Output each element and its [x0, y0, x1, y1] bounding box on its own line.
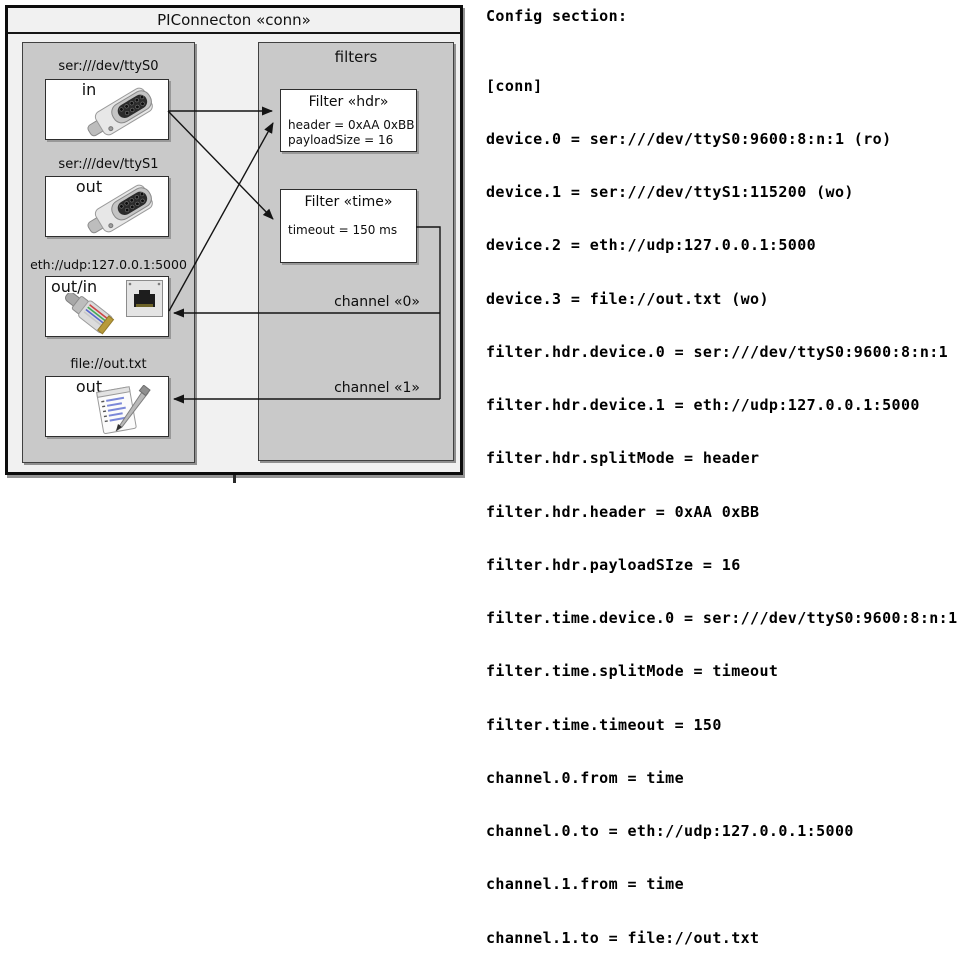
config-line: filter.hdr.header = 0xAA 0xBB	[486, 502, 760, 521]
config-line: filter.hdr.device.1 = eth://udp:127.0.0.…	[486, 396, 920, 414]
port-direction-label: in	[81, 80, 97, 99]
device-box-ttys1: out	[45, 176, 169, 237]
device-url-label: ser:///dev/ttyS1	[58, 157, 159, 172]
channel-0-label: channel «0»	[334, 294, 420, 310]
config-line: device.2 = eth://udp:127.0.0.1:5000	[486, 236, 817, 255]
filter-title: Filter «hdr»	[308, 94, 389, 110]
config-line: channel.0.from = time	[486, 768, 685, 787]
device-url-label: ser:///dev/ttyS0	[58, 59, 159, 74]
bottom-center-tick	[233, 475, 236, 483]
config-line: channel.1.from = time	[486, 875, 685, 894]
config-line: device.1 = ser:///dev/ttyS1:115200 (wo)	[486, 183, 854, 201]
config-line: device.0 = ser:///dev/ttyS0:9600:8:n:1 (…	[486, 129, 892, 148]
config-line: channel.1.to = file://out.txt	[486, 928, 760, 947]
devices-compartment: ser:///dev/ttyS0 in	[22, 42, 195, 463]
port-direction-label: out	[75, 377, 103, 396]
config-line: filter.time.device.0 = ser:///dev/ttyS0:…	[486, 609, 958, 627]
filter-attribute: payloadSize = 16	[288, 133, 394, 147]
serial-connector-icon	[87, 87, 153, 137]
config-line: filter.time.splitMode = timeout	[486, 662, 779, 681]
serial-connector-icon	[87, 184, 153, 234]
pen	[115, 385, 151, 432]
device-url-label: file://out.txt	[70, 357, 147, 372]
port-direction-label: out/in	[51, 277, 98, 296]
filters-compartment: filters Filter «hdr» header = 0xAA 0xBB …	[258, 42, 454, 461]
config-line: [conn]	[486, 76, 543, 95]
device-box-ttys0: in	[45, 79, 169, 140]
config-line: channel.0.to = eth://udp:127.0.0.1:5000	[486, 822, 854, 840]
channel-1-label: channel «1»	[334, 380, 420, 396]
filter-time-box: Filter «time» timeout = 150 ms	[280, 189, 417, 263]
port-direction-label: out	[75, 177, 103, 196]
filter-title: Filter «time»	[304, 194, 393, 210]
config-text-block: [conn] device.0 = ser:///dev/ttyS0:9600:…	[486, 42, 958, 965]
diagram-title: PIConnecton «conn»	[8, 8, 460, 34]
device-url-label: eth://udp:127.0.0.1:5000	[30, 257, 187, 272]
piconnecton-outer-box: PIConnecton «conn» ser:///dev/ttyS0 in	[5, 5, 463, 475]
config-line: filter.time.timeout = 150	[486, 715, 722, 734]
filter-hdr-box: Filter «hdr» header = 0xAA 0xBB payloadS…	[280, 89, 417, 152]
config-section-heading: Config section:	[486, 7, 628, 25]
ethernet-cable-icon	[65, 293, 115, 335]
config-line: filter.hdr.splitMode = header	[486, 449, 760, 468]
config-line: filter.hdr.device.0 = ser:///dev/ttyS0:9…	[486, 342, 949, 361]
ethernet-jack-icon	[126, 280, 163, 317]
config-line: device.3 = file://out.txt (wo)	[486, 289, 769, 308]
filter-attribute: timeout = 150 ms	[288, 223, 398, 237]
config-line: filter.hdr.payloadSIze = 16	[486, 555, 741, 574]
filters-compartment-title: filters	[334, 48, 378, 66]
notepad-icon	[96, 385, 151, 434]
filter-attribute: header = 0xAA 0xBB	[288, 118, 415, 132]
device-box-file: out	[45, 376, 169, 437]
device-box-eth: out/in	[45, 276, 169, 337]
